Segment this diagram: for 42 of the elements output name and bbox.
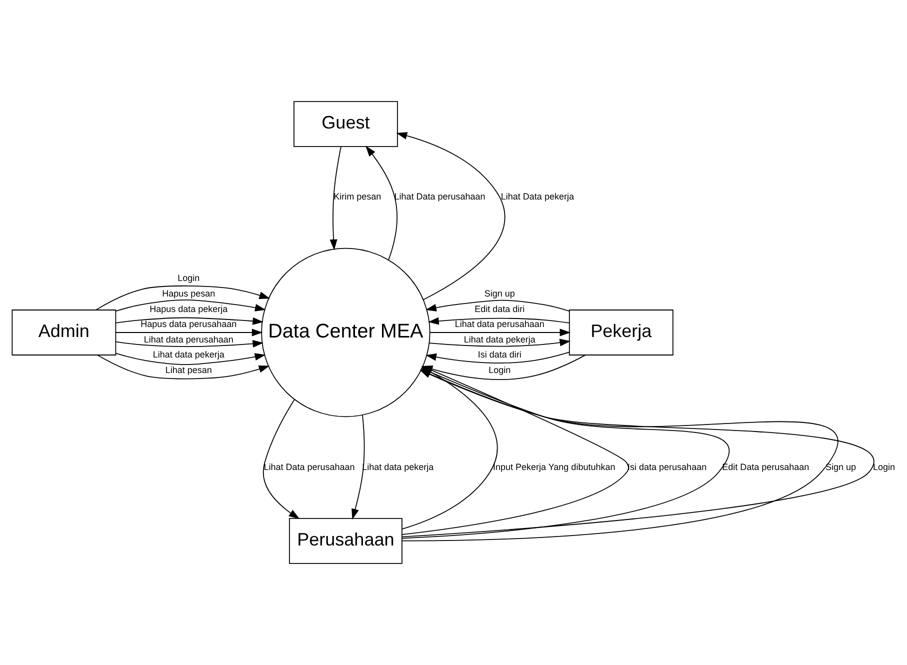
edge-label: Input Pekerja Yang dibutuhkan — [492, 462, 616, 472]
edge-label: Hapus data pekerja — [150, 304, 228, 314]
edge-label: Login — [873, 462, 896, 472]
arrow — [116, 328, 263, 336]
edge-label: Sign up — [484, 288, 515, 298]
arrow — [430, 328, 571, 336]
arrow — [262, 398, 300, 520]
edge-label: Lihat Data perusahaan — [394, 192, 486, 202]
node-box: Guest — [294, 101, 398, 148]
edge-label: Kirim pesan — [334, 192, 382, 202]
edge-label: Lihat data pekerja — [464, 334, 536, 344]
edge-label: Lihat data pekerja — [152, 350, 224, 360]
arrow — [426, 300, 570, 312]
edge-label: Lihat pesan — [165, 365, 212, 376]
node-box: Perusahaan — [289, 518, 402, 564]
edge-label: Hapus pesan — [162, 288, 216, 298]
arrow — [426, 352, 570, 364]
arrow — [330, 146, 342, 250]
edge-label: Lihat data perusahaan — [454, 319, 544, 330]
arrow — [366, 146, 398, 260]
arrow — [116, 340, 264, 348]
edge-label: Edit data diri — [474, 304, 525, 314]
arrow — [96, 285, 270, 310]
edge-label: Hapus data perusahaan — [140, 319, 237, 330]
edge-label: Lihat Data pekerja — [500, 192, 574, 202]
arrow — [116, 300, 266, 312]
edge-label: Isi data diri — [478, 350, 522, 360]
arrow — [428, 317, 570, 325]
arrow — [428, 338, 571, 347]
arrow — [116, 352, 266, 365]
edge-label: Login — [488, 365, 511, 376]
node-box: Admin — [12, 310, 116, 356]
arrow — [97, 354, 270, 380]
arrow — [115, 317, 264, 325]
edge-label: Lihat Data perusahaan — [264, 462, 355, 472]
edge-label: Sign up — [826, 462, 856, 472]
edge-label: Lihat data perusahaan — [144, 334, 234, 344]
node-box: Pekerja — [568, 310, 674, 356]
edge-label: Edit Data perusahaan — [722, 462, 810, 472]
arrow — [352, 414, 365, 520]
edge-label: Login — [178, 273, 200, 284]
arrow — [396, 132, 506, 300]
